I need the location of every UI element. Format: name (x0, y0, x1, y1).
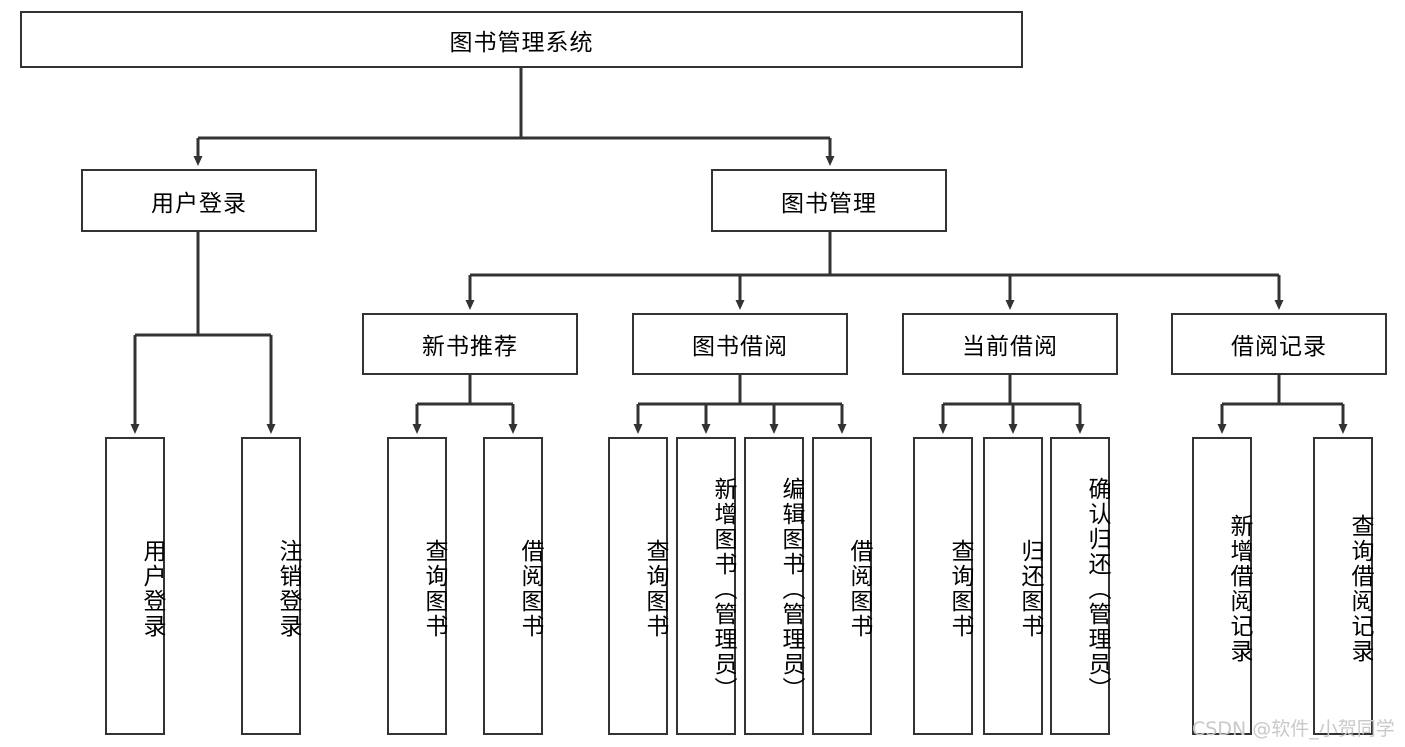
leaf-user-login[interactable]: 用户登录 (105, 437, 165, 735)
leaf-add-book-admin[interactable]: 新增图书（管理员） (676, 437, 736, 735)
node-new-book-recommend-label: 新书推荐 (422, 334, 518, 360)
leaf-query-borrow-record-label: 查询借阅记录 (1347, 514, 1373, 664)
watermark: CSDN @软件_小贺同学 (1192, 718, 1395, 740)
leaf-confirm-return-admin[interactable]: 确认归还（管理员） (1050, 437, 1110, 735)
node-user-login-label: 用户登录 (151, 190, 247, 217)
leaf-return-book[interactable]: 归还图书 (983, 437, 1043, 735)
leaf-return-book-label: 归还图书 (1017, 539, 1043, 639)
leaf-borrow-book-label: 借阅图书 (846, 539, 872, 639)
leaf-query-book-borrow[interactable]: 查询图书 (608, 437, 668, 735)
node-user-login[interactable]: 用户登录 (81, 169, 317, 232)
leaf-query-book-current[interactable]: 查询图书 (913, 437, 973, 735)
leaf-query-book-recommend-label: 查询图书 (421, 539, 447, 639)
node-new-book-recommend[interactable]: 新书推荐 (362, 313, 578, 375)
leaf-edit-book-admin-label: 编辑图书（管理员） (778, 476, 804, 702)
leaf-borrow-book-recommend-label: 借阅图书 (517, 539, 543, 639)
leaf-logout[interactable]: 注销登录 (241, 437, 301, 735)
leaf-add-borrow-record-label: 新增借阅记录 (1226, 514, 1252, 664)
leaf-edit-book-admin[interactable]: 编辑图书（管理员） (744, 437, 804, 735)
leaf-user-login-label: 用户登录 (139, 539, 165, 639)
node-book-management-label: 图书管理 (781, 190, 877, 217)
leaf-query-borrow-record[interactable]: 查询借阅记录 (1313, 437, 1373, 735)
node-root-label: 图书管理系统 (449, 29, 594, 56)
leaf-add-book-admin-label: 新增图书（管理员） (710, 476, 736, 702)
leaf-confirm-return-admin-label: 确认归还（管理员） (1084, 476, 1110, 702)
node-book-borrow-label: 图书借阅 (692, 334, 788, 360)
node-book-borrow[interactable]: 图书借阅 (632, 313, 848, 375)
node-root[interactable]: 图书管理系统 (20, 11, 1023, 68)
leaf-query-book-current-label: 查询图书 (947, 539, 973, 639)
leaf-query-book-recommend[interactable]: 查询图书 (387, 437, 447, 735)
leaf-query-book-borrow-label: 查询图书 (642, 539, 668, 639)
leaf-borrow-book-recommend[interactable]: 借阅图书 (483, 437, 543, 735)
leaf-logout-label: 注销登录 (275, 539, 301, 639)
node-current-borrow[interactable]: 当前借阅 (902, 313, 1118, 375)
leaf-add-borrow-record[interactable]: 新增借阅记录 (1192, 437, 1252, 735)
node-book-management[interactable]: 图书管理 (711, 169, 947, 232)
leaf-borrow-book[interactable]: 借阅图书 (812, 437, 872, 735)
node-borrow-record-label: 借阅记录 (1231, 334, 1327, 360)
node-borrow-record[interactable]: 借阅记录 (1171, 313, 1387, 375)
node-current-borrow-label: 当前借阅 (962, 334, 1058, 360)
